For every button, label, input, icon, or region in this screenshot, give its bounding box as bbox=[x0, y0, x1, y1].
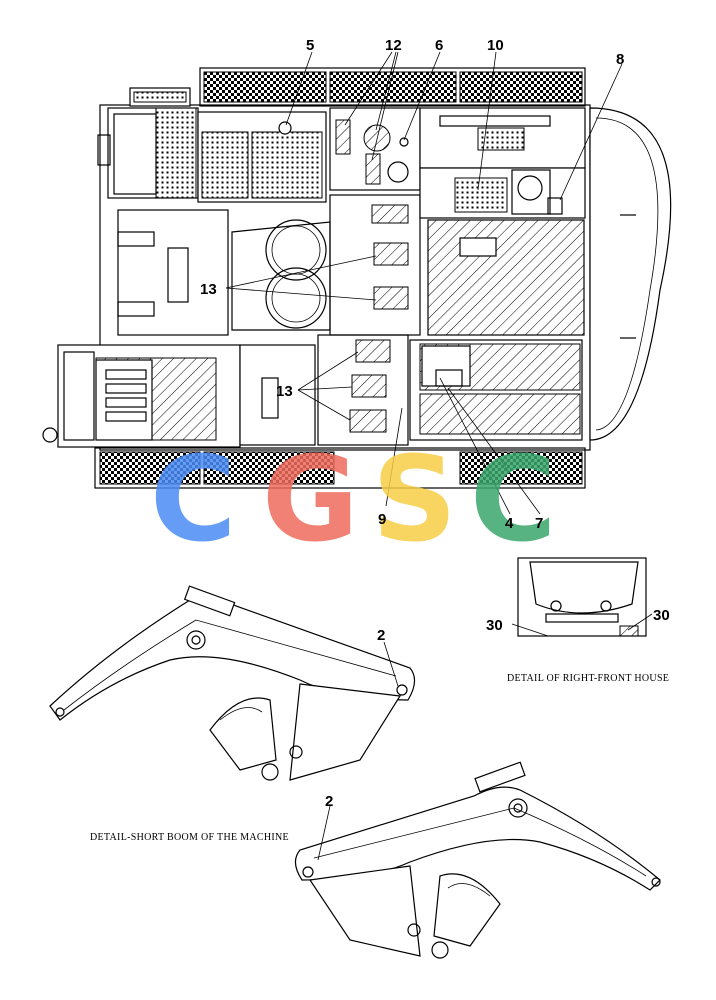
seat-slats bbox=[105, 369, 147, 422]
callout-13-lower: 13 bbox=[276, 383, 293, 400]
callouts: 5 12 6 10 8 13 13 9 4 7 30 30 2 2 bbox=[200, 37, 670, 810]
callout-10: 10 bbox=[487, 37, 504, 54]
watermark: C G S C bbox=[150, 430, 557, 568]
caption-short-boom: DETAIL-SHORT BOOM OF THE MACHINE bbox=[90, 832, 289, 843]
callout-2-upper: 2 bbox=[377, 627, 385, 644]
callout-9: 9 bbox=[378, 511, 386, 528]
watermark-letter-2: G bbox=[262, 430, 359, 568]
callout-4: 4 bbox=[505, 515, 514, 532]
machine-top-view bbox=[42, 67, 672, 489]
caption-right-front-house: DETAIL OF RIGHT-FRONT HOUSE bbox=[507, 673, 669, 684]
callout-13-upper: 13 bbox=[200, 281, 217, 298]
keypad-grid bbox=[477, 127, 525, 151]
callout-30-right: 30 bbox=[653, 607, 670, 624]
callout-8: 8 bbox=[616, 51, 624, 68]
callout-7: 7 bbox=[535, 515, 543, 532]
callout-12: 12 bbox=[385, 37, 402, 54]
leader-lines-top bbox=[225, 51, 623, 515]
watermark-letter-4: C bbox=[470, 430, 557, 568]
callout-30-left: 30 bbox=[486, 617, 503, 634]
callout-6: 6 bbox=[435, 37, 443, 54]
callout-5: 5 bbox=[306, 37, 314, 54]
callout-2-lower: 2 bbox=[325, 793, 333, 810]
right-front-house-detail bbox=[511, 557, 653, 637]
short-boom-left bbox=[49, 585, 416, 781]
watermark-letter-1: C bbox=[150, 430, 237, 568]
watermark-letter-3: S bbox=[372, 430, 457, 568]
short-boom-right bbox=[294, 761, 661, 959]
